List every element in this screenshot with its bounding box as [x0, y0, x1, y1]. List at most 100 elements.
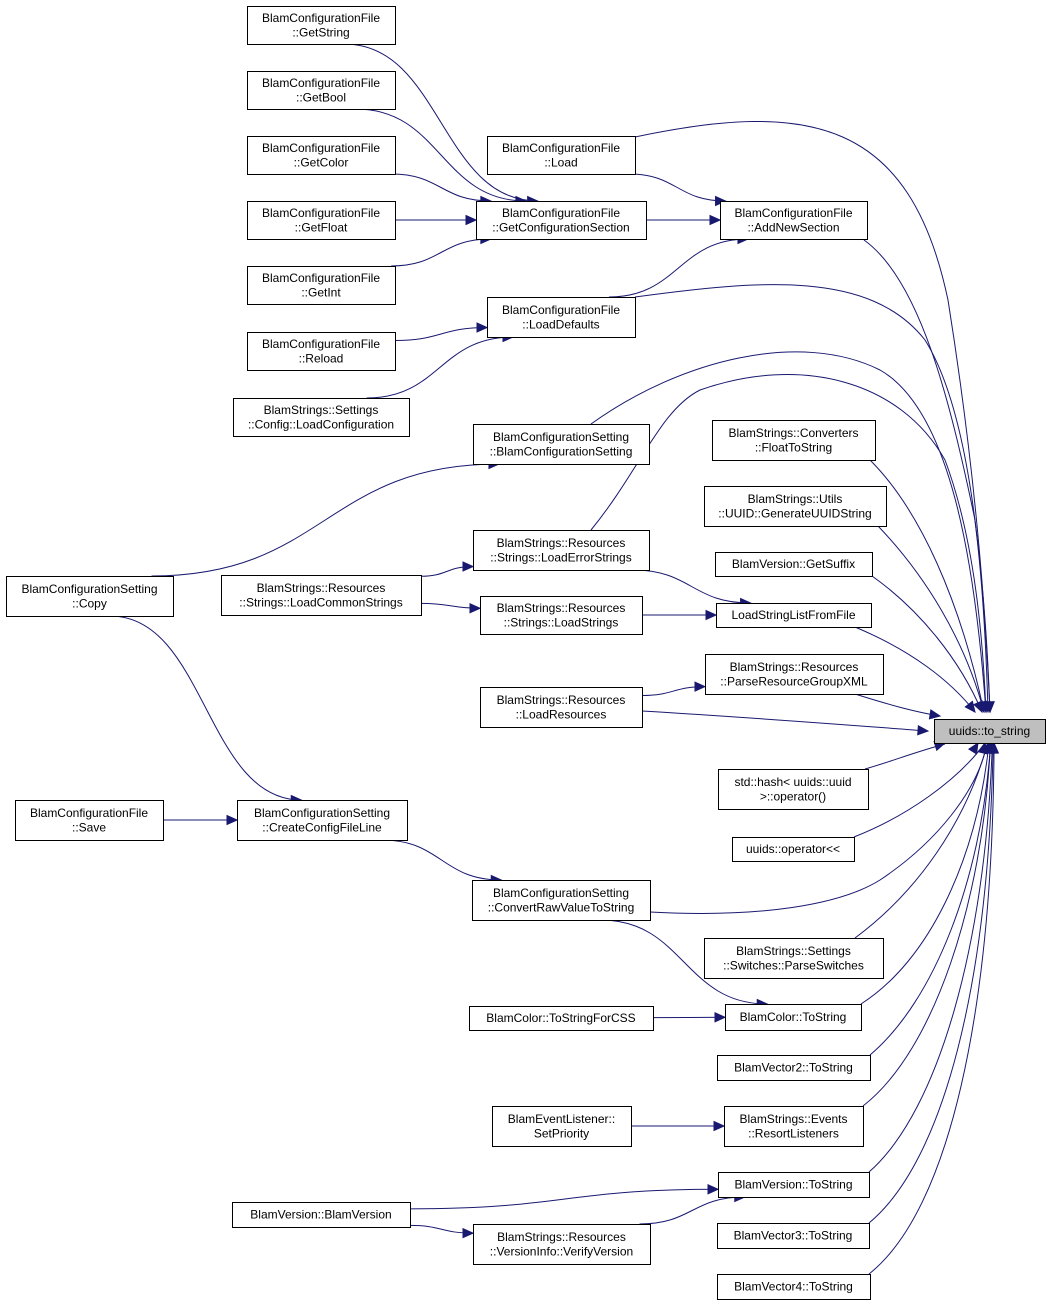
caller-function-node[interactable]: BlamConfigurationFile::GetString: [247, 6, 396, 45]
caller-function-node[interactable]: BlamStrings::Utils::UUID::GenerateUUIDSt…: [704, 486, 887, 527]
node-label-line: ::LoadResources: [516, 707, 607, 721]
caller-function-node[interactable]: BlamConfigurationFile::Reload: [247, 332, 396, 371]
call-edge-n3-to-n9: [391, 173, 493, 207]
caller-function-node[interactable]: BlamStrings::Resources::Strings::LoadStr…: [480, 596, 643, 635]
node-label-line: BlamStrings::Settings: [736, 944, 851, 958]
node-label-line: BlamColor::ToStringForCSS: [486, 1011, 635, 1025]
edge-arrowhead: [964, 700, 976, 713]
caller-function-node[interactable]: LoadStringListFromFile: [716, 603, 872, 628]
edge-line: [649, 751, 986, 914]
caller-function-node[interactable]: BlamVector2::ToString: [717, 1055, 871, 1081]
node-label-line: uuids::to_string: [949, 724, 1030, 738]
caller-function-node[interactable]: BlamConfigurationFile::LoadDefaults: [487, 297, 636, 338]
caller-function-node[interactable]: BlamVector4::ToString: [717, 1274, 871, 1300]
caller-function-node[interactable]: BlamConfigurationSetting::ConvertRawValu…: [472, 880, 651, 921]
caller-function-node[interactable]: BlamStrings::Resources::ParseResourceGro…: [705, 654, 884, 695]
node-label-line: ::GetFloat: [295, 220, 348, 234]
caller-function-node[interactable]: BlamStrings::Events::ResortListeners: [724, 1106, 864, 1147]
caller-function-node[interactable]: BlamConfigurationFile::GetInt: [247, 266, 396, 305]
caller-function-node[interactable]: BlamEventListener::SetPriority: [492, 1106, 632, 1147]
node-label-line: ::ResortListeners: [748, 1126, 839, 1140]
edge-line: [391, 238, 491, 267]
edge-line: [854, 693, 941, 717]
caller-function-node[interactable]: BlamColor::ToString: [725, 1004, 862, 1031]
caller-function-node[interactable]: BlamConfigurationSetting::CreateConfigFi…: [237, 800, 408, 841]
caller-function-node[interactable]: BlamConfigurationFile::GetColor: [247, 136, 396, 175]
edge-line: [854, 751, 986, 939]
call-edges: [110, 43, 1000, 1275]
node-box: [718, 1172, 870, 1198]
edge-arrowhead: [469, 602, 482, 614]
node-box: [247, 332, 396, 371]
node-label-line: BlamConfigurationFile: [502, 303, 620, 317]
edge-line: [862, 751, 991, 1107]
call-edge-n6-to-n11: [394, 322, 489, 342]
node-label-line: BlamConfigurationFile: [734, 206, 852, 220]
caller-function-node[interactable]: BlamColor::ToStringForCSS: [469, 1006, 654, 1031]
node-label-line: LoadStringListFromFile: [731, 608, 855, 622]
caller-function-node[interactable]: BlamVersion::BlamVersion: [232, 1202, 411, 1228]
caller-function-node[interactable]: BlamConfigurationFile::GetBool: [247, 71, 396, 110]
node-box: [247, 266, 396, 305]
node-box: [717, 1274, 871, 1300]
call-edge-n32-to-n33: [630, 1120, 726, 1132]
caller-function-node[interactable]: BlamConfigurationFile::AddNewSection: [720, 201, 868, 240]
call-edge-n27-to-n0: [649, 741, 988, 914]
caller-function-node[interactable]: BlamConfigurationFile::Load: [487, 136, 636, 175]
call-edge-n26-to-n0: [853, 741, 979, 838]
node-box: [247, 201, 396, 240]
node-box: [716, 603, 872, 628]
call-edge-n11-to-n10: [608, 233, 750, 298]
caller-function-node[interactable]: BlamVersion::ToString: [718, 1172, 870, 1198]
edge-line: [391, 173, 491, 202]
caller-function-node[interactable]: BlamStrings::Settings::Switches::ParseSw…: [704, 938, 884, 979]
caller-function-node[interactable]: BlamConfigurationSetting::BlamConfigurat…: [473, 424, 650, 465]
node-label-line: BlamVector3::ToString: [734, 1229, 853, 1243]
node-label-line: BlamStrings::Resources: [497, 693, 626, 707]
edge-arrowhead: [707, 1184, 720, 1195]
edge-line: [853, 751, 979, 838]
edge-line: [600, 919, 768, 1005]
edge-line: [394, 326, 488, 342]
edge-line: [639, 1196, 745, 1225]
node-label-line: BlamConfigurationFile: [262, 206, 380, 220]
function-nodes: uuids::to_string BlamConfigurationFile::G…: [6, 6, 1046, 1300]
edge-line: [151, 463, 499, 577]
edge-arrowhead: [973, 700, 983, 714]
caller-function-node[interactable]: BlamConfigurationFile::GetConfigurationS…: [476, 201, 647, 240]
caller-function-node[interactable]: BlamStrings::Resources::Strings::LoadErr…: [473, 530, 650, 571]
edge-line: [628, 173, 726, 202]
node-label-line: BlamVersion::GetSuffix: [732, 557, 855, 571]
call-edge-n20-to-n0: [854, 626, 976, 713]
caller-function-node[interactable]: BlamStrings::Resources::LoadResources: [480, 687, 643, 728]
caller-function-node[interactable]: BlamStrings::Resources::Strings::LoadCom…: [221, 575, 422, 616]
root-function-node[interactable]: uuids::to_string: [934, 719, 1046, 744]
caller-function-node[interactable]: BlamConfigurationFile::GetFloat: [247, 201, 396, 240]
node-label-line: ::CreateConfigFileLine: [262, 820, 382, 834]
node-label-line: BlamStrings::Resources: [497, 536, 626, 550]
caller-function-node[interactable]: uuids::operator<<: [732, 837, 855, 862]
edge-arrowhead: [713, 1120, 726, 1132]
node-label-line: BlamConfigurationFile: [502, 141, 620, 155]
node-label-line: ::Load: [544, 155, 577, 169]
node-box: [724, 1106, 864, 1147]
caller-function-node[interactable]: BlamStrings::Settings::Config::LoadConfi…: [233, 398, 410, 437]
caller-function-node[interactable]: BlamConfigurationSetting::Copy: [6, 576, 174, 617]
edge-line: [590, 351, 987, 713]
node-label-line: BlamColor::ToString: [740, 1010, 847, 1024]
caller-function-node[interactable]: BlamVector3::ToString: [717, 1223, 870, 1249]
caller-function-node[interactable]: BlamStrings::Resources::VersionInfo::Ver…: [473, 1224, 651, 1265]
caller-function-node[interactable]: BlamStrings::Converters::FloatToString: [712, 420, 876, 461]
node-box: [487, 297, 636, 338]
edge-line: [868, 751, 995, 1275]
call-edge-n23-to-n0: [864, 740, 947, 770]
call-edge-n18-to-n19: [420, 602, 482, 614]
node-box: [720, 201, 868, 240]
caller-function-node[interactable]: BlamConfigurationFile::Save: [15, 800, 164, 841]
caller-function-node[interactable]: std::hash< uuids::uuid >::operator(): [718, 769, 869, 810]
node-label-line: BlamVersion::BlamVersion: [250, 1208, 391, 1222]
node-box: [480, 596, 643, 635]
caller-function-node[interactable]: BlamVersion::GetSuffix: [715, 552, 873, 577]
edge-arrowhead: [705, 609, 718, 621]
call-edge-n22-to-n0: [641, 710, 930, 736]
